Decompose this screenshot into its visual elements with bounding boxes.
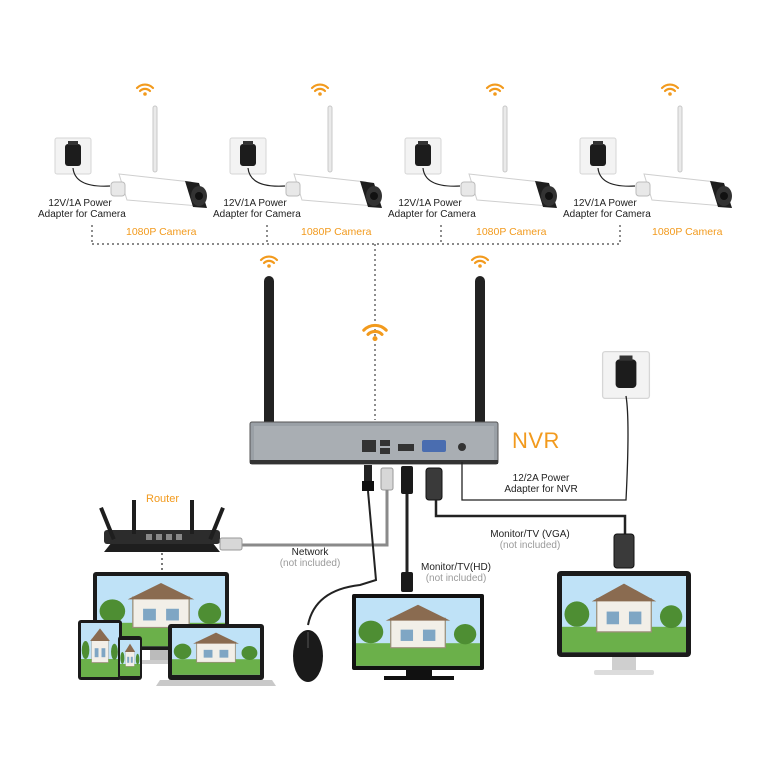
wireless-link-lines (91, 225, 621, 420)
wifi-icon (362, 323, 388, 343)
nvr-device (249, 421, 499, 465)
nvr-antenna-right (475, 276, 485, 446)
adapter-line-2: Adapter for Camera (563, 209, 651, 220)
wifi-icon (135, 83, 155, 97)
adapter-line-1: 12V/1A Power (398, 198, 462, 209)
wifi-icon (259, 255, 279, 269)
camera-label-2: 1080P Camera (301, 226, 372, 238)
hdmi-plug-icon (401, 466, 413, 494)
camera-unit-4 (635, 105, 733, 209)
power-adapter-icon (601, 350, 651, 400)
rj45-plug-icon (380, 467, 394, 491)
tablet-icon (78, 620, 122, 680)
router-title: Router (146, 493, 180, 505)
camera-label-1: 1080P Camera (126, 226, 197, 238)
camera-adapter-label-2: 12V/1A Power Adapter for Camera (213, 198, 301, 220)
vga-monitor-line-2: (not included) (499, 540, 561, 551)
adapter-line-2: Adapter for Camera (38, 209, 126, 220)
laptop-icon (156, 624, 276, 686)
wifi-icon (485, 83, 505, 97)
nvr-adapter-label: 12/2A Power Adapter for NVR (494, 473, 588, 495)
network-label: Network (not included) (268, 547, 352, 569)
camera-adapter-label-3: 12V/1A Power Adapter for Camera (388, 198, 476, 220)
adapter-line-2: Adapter for Camera (388, 209, 476, 220)
hd-monitor-line-1: Monitor/TV(HD) (420, 562, 491, 573)
camera-label-4: 1080P Camera (652, 226, 723, 238)
wifi-icon (470, 255, 490, 269)
nvr-adapter-line-2: Adapter for NVR (504, 484, 578, 495)
monitor-icon (352, 594, 484, 680)
network-line-2: (not included) (279, 558, 341, 569)
nvr-antenna-left (264, 276, 274, 446)
camera-unit-2 (285, 105, 383, 209)
wifi-icon (310, 83, 330, 97)
camera-unit-3 (460, 105, 558, 209)
hd-monitor-line-2: (not included) (425, 573, 487, 584)
network-line-1: Network (291, 547, 329, 558)
adapter-line-1: 12V/1A Power (573, 198, 637, 209)
nvr-title: NVR (512, 428, 560, 453)
monitor-icon (557, 571, 691, 675)
vga-plug-icon (425, 467, 443, 501)
router-icon (99, 500, 225, 552)
vga-monitor-label: Monitor/TV (VGA) (not included) (482, 529, 578, 551)
camera-label-3: 1080P Camera (476, 226, 547, 238)
usb-plug-icon (362, 465, 374, 491)
wifi-icon (660, 83, 680, 97)
vga-monitor-line-1: Monitor/TV (VGA) (490, 529, 570, 540)
hd-monitor-label: Monitor/TV(HD) (not included) (414, 562, 498, 584)
camera-unit-1 (110, 105, 208, 209)
adapter-line-1: 12V/1A Power (48, 198, 112, 209)
adapter-line-2: Adapter for Camera (213, 209, 301, 220)
mouse-icon (293, 630, 323, 682)
camera-adapter-label-1: 12V/1A Power Adapter for Camera (38, 198, 126, 220)
camera-adapter-label-4: 12V/1A Power Adapter for Camera (563, 198, 651, 220)
phone-icon (118, 636, 142, 680)
adapter-line-1: 12V/1A Power (223, 198, 287, 209)
nvr-adapter-line-1: 12/2A Power (512, 473, 570, 484)
